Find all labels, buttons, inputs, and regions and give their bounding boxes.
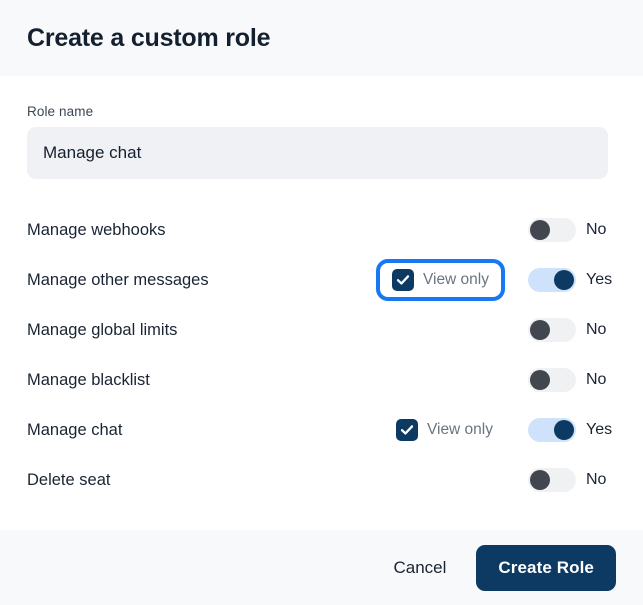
permission-toggle-group: No [528, 218, 616, 242]
permission-toggle-group: No [528, 468, 616, 492]
toggle-state-label: No [586, 471, 607, 488]
permission-toggle[interactable] [528, 218, 576, 242]
view-only-label: View only [426, 421, 493, 438]
permission-row: Manage chat View only Yes [27, 405, 616, 455]
dialog-footer: Cancel Create Role [0, 530, 643, 605]
toggle-knob [530, 470, 550, 490]
permission-toggle[interactable] [528, 268, 576, 292]
create-role-button[interactable]: Create Role [476, 544, 616, 591]
permission-toggle[interactable] [528, 468, 576, 492]
view-only-control[interactable]: View only [384, 409, 505, 451]
role-name-field-group: Role name [27, 104, 616, 179]
permission-row: Manage webhooksView onlyNo [27, 205, 616, 255]
dialog-header: Create a custom role [0, 0, 643, 76]
permission-toggle[interactable] [528, 368, 576, 392]
view-only-control[interactable]: View only [375, 259, 505, 301]
permissions-list: Manage webhooksView onlyNoManage other m… [27, 205, 616, 505]
cancel-button[interactable]: Cancel [389, 550, 450, 586]
permission-row: Manage blacklistView onlyNo [27, 355, 616, 405]
permission-label: Manage other messages [27, 270, 209, 289]
toggle-state-label: No [586, 371, 607, 388]
permission-toggle-group: Yes [528, 418, 616, 442]
permission-row: Manage other messages View only Yes [27, 255, 616, 305]
role-name-label: Role name [27, 104, 94, 119]
permission-label: Manage webhooks [27, 220, 166, 239]
toggle-knob [530, 320, 550, 340]
toggle-state-label: Yes [586, 271, 613, 288]
toggle-state-label: No [586, 321, 607, 338]
permission-toggle[interactable] [528, 418, 576, 442]
toggle-knob [554, 270, 574, 290]
view-only-label: View only [422, 271, 489, 288]
toggle-knob [554, 420, 574, 440]
permission-row: Delete seatView onlyNo [27, 455, 616, 505]
permission-label: Manage global limits [27, 320, 178, 339]
toggle-knob [530, 370, 550, 390]
permission-toggle-group: No [528, 368, 616, 392]
role-name-input[interactable] [27, 127, 608, 179]
toggle-state-label: No [586, 221, 607, 238]
permission-toggle-group: No [528, 318, 616, 342]
permission-row: Manage global limitsView onlyNo [27, 305, 616, 355]
dialog-body: Role name Manage webhooksView onlyNoMana… [0, 76, 643, 530]
permission-toggle-group: Yes [528, 268, 616, 292]
checkbox-checked-icon[interactable] [395, 419, 418, 441]
toggle-knob [530, 220, 550, 240]
checkbox-checked-icon[interactable] [391, 269, 414, 291]
page-title: Create a custom role [27, 23, 271, 52]
permission-label: Delete seat [27, 470, 111, 489]
toggle-state-label: Yes [586, 421, 613, 438]
permission-label: Manage chat [27, 420, 123, 439]
permission-toggle[interactable] [528, 318, 576, 342]
permission-label: Manage blacklist [27, 370, 150, 389]
